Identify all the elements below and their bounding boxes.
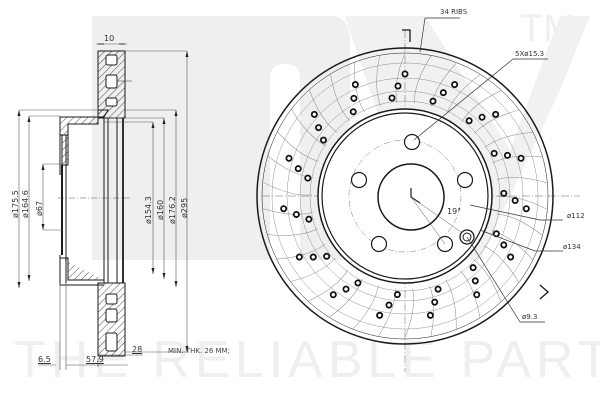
dim-height-57-9: 57.9: [86, 355, 104, 364]
dim-dia-154-3: ø154.3: [144, 196, 153, 224]
dim-dia-175-5: ø175.5: [11, 190, 20, 218]
callout-dia-134: ø134: [563, 243, 581, 251]
min-thickness-note: MIN. THK. 26 MM;: [168, 347, 230, 355]
dim-thickness-28: 28: [132, 345, 143, 354]
callout-ribs: 34 RIBS: [440, 8, 468, 16]
front-view: [256, 17, 580, 372]
section-view: [17, 43, 189, 370]
callout-bolt-holes: 5Xø15.3: [515, 50, 545, 58]
dim-dia-67: ø67: [35, 200, 44, 216]
dim-dia-295: ø295: [180, 197, 189, 218]
callout-angle-19: 19°: [447, 207, 462, 216]
dim-dia-160: ø160: [156, 199, 165, 220]
callout-dia-9-3: ø9.3: [522, 313, 538, 321]
callout-dia-112: ø112: [567, 212, 585, 220]
dim-dia-176-2: ø176.2: [168, 196, 177, 224]
dim-width-10: 10: [104, 34, 115, 43]
drilled-holes: [279, 70, 532, 323]
dim-dia-164-6: ø164.6: [21, 190, 30, 218]
dim-offset-6-5: 6.5: [38, 355, 51, 364]
